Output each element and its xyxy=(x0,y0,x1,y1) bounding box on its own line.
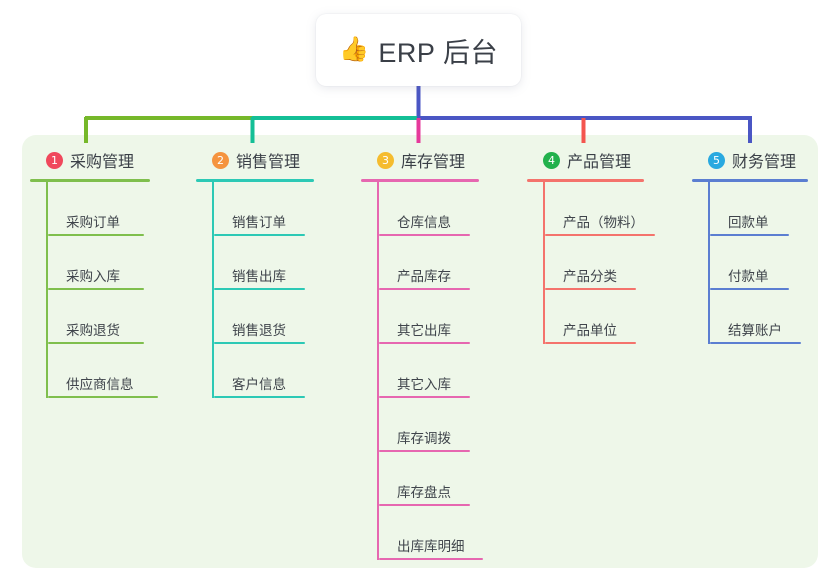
leaf-label: 其它入库 xyxy=(397,377,451,392)
leaf-label: 产品库存 xyxy=(397,269,451,284)
leaf-label: 销售订单 xyxy=(232,215,286,230)
leaf-label: 回款单 xyxy=(728,215,769,230)
leaf-list-3: 仓库信息 产品库存 其它出库 其它入库 库存调拨 库存盘点 xyxy=(377,182,483,560)
branch-title-2: 销售管理 xyxy=(236,154,301,171)
leaf-list-1: 采购订单 采购入库 采购退货 供应商信息 xyxy=(46,182,158,398)
branch-header-4[interactable]: 4 产品管理 xyxy=(527,147,644,173)
branch-header-rule-4 xyxy=(527,179,644,182)
branch-title-5: 财务管理 xyxy=(732,154,797,171)
list-item[interactable]: 产品库存 xyxy=(379,236,479,290)
list-item[interactable]: 产品单位 xyxy=(545,290,644,344)
leaf-label: 出库库明细 xyxy=(397,539,465,554)
leaf-rule xyxy=(379,234,470,236)
leaf-rule xyxy=(48,396,158,398)
leaf-label: 结算账户 xyxy=(728,323,782,338)
list-item[interactable]: 产品分类 xyxy=(545,236,644,290)
list-item[interactable]: 库存盘点 xyxy=(379,452,479,506)
leaf-rule xyxy=(710,234,789,236)
list-item[interactable]: 回款单 xyxy=(710,182,808,236)
list-item[interactable]: 结算账户 xyxy=(710,290,808,344)
leaf-label: 采购退货 xyxy=(66,323,120,338)
leaf-rule xyxy=(379,504,470,506)
leaf-label: 销售退货 xyxy=(232,323,286,338)
leaf-rule xyxy=(710,342,801,344)
branch-column-4: 4 产品管理 产品（物料） 产品分类 产品单位 xyxy=(527,147,655,344)
branch-column-5: 5 财务管理 回款单 付款单 结算账户 xyxy=(692,147,808,344)
list-item[interactable]: 产品（物料） xyxy=(545,182,655,236)
leaf-label: 采购入库 xyxy=(66,269,120,284)
branch-header-rule-2 xyxy=(196,179,314,182)
list-item[interactable]: 采购订单 xyxy=(48,182,150,236)
leaf-list-5: 回款单 付款单 结算账户 xyxy=(708,182,808,344)
branch-badge-5: 5 xyxy=(708,151,725,169)
leaf-rule xyxy=(379,558,483,560)
branches-panel xyxy=(22,135,818,568)
branch-column-3: 3 库存管理 仓库信息 产品库存 其它出库 其它入库 库存调拨 xyxy=(361,147,483,560)
branch-header-rule-3 xyxy=(361,179,479,182)
branch-header-5[interactable]: 5 财务管理 xyxy=(692,147,808,173)
branch-column-1: 1 采购管理 采购订单 采购入库 采购退货 供应商信息 xyxy=(30,147,158,398)
leaf-rule xyxy=(214,288,305,290)
branch-badge-4: 4 xyxy=(543,151,560,169)
leaf-label: 产品分类 xyxy=(563,269,617,284)
list-item[interactable]: 库存调拨 xyxy=(379,398,479,452)
list-item[interactable]: 其它入库 xyxy=(379,344,479,398)
leaf-rule xyxy=(379,288,470,290)
leaf-label: 客户信息 xyxy=(232,377,286,392)
branch-header-rule-5 xyxy=(692,179,808,182)
leaf-label: 采购订单 xyxy=(66,215,120,230)
list-item[interactable]: 其它出库 xyxy=(379,290,479,344)
list-item[interactable]: 付款单 xyxy=(710,236,808,290)
branch-header-rule-1 xyxy=(30,179,150,182)
branch-header-3[interactable]: 3 库存管理 xyxy=(361,147,479,173)
leaf-rule xyxy=(545,234,655,236)
list-item[interactable]: 采购退货 xyxy=(48,290,150,344)
root-title-text: ERP 后台 xyxy=(378,37,498,68)
root-node-card[interactable]: 👍 ERP 后台 xyxy=(316,14,521,86)
branch-title-4: 产品管理 xyxy=(567,154,632,171)
branch-header-1[interactable]: 1 采购管理 xyxy=(30,147,150,173)
branch-badge-2: 2 xyxy=(212,151,229,169)
leaf-label: 其它出库 xyxy=(397,323,451,338)
branch-title-1: 采购管理 xyxy=(70,154,135,171)
list-item[interactable]: 仓库信息 xyxy=(379,182,479,236)
list-item[interactable]: 销售订单 xyxy=(214,182,314,236)
leaf-rule xyxy=(214,342,305,344)
leaf-rule xyxy=(214,234,305,236)
branch-badge-3: 3 xyxy=(377,151,394,169)
branch-column-2: 2 销售管理 销售订单 销售出库 销售退货 客户信息 xyxy=(196,147,314,398)
leaf-label: 供应商信息 xyxy=(66,377,134,392)
list-item[interactable]: 销售退货 xyxy=(214,290,314,344)
leaf-label: 产品单位 xyxy=(563,323,617,338)
list-item[interactable]: 采购入库 xyxy=(48,236,150,290)
leaf-label: 仓库信息 xyxy=(397,215,451,230)
list-item[interactable]: 销售出库 xyxy=(214,236,314,290)
leaf-rule xyxy=(48,288,144,290)
leaf-label: 库存盘点 xyxy=(397,485,451,500)
leaf-rule xyxy=(710,288,789,290)
leaf-rule xyxy=(214,396,305,398)
leaf-label: 销售出库 xyxy=(232,269,286,284)
leaf-rule xyxy=(379,450,470,452)
leaf-label: 付款单 xyxy=(728,269,769,284)
branch-header-2[interactable]: 2 销售管理 xyxy=(196,147,314,173)
leaf-rule xyxy=(545,288,636,290)
leaf-rule xyxy=(545,342,636,344)
list-item[interactable]: 客户信息 xyxy=(214,344,314,398)
leaf-label: 库存调拨 xyxy=(397,431,451,446)
leaf-list-2: 销售订单 销售出库 销售退货 客户信息 xyxy=(212,182,314,398)
thumbs-up-icon: 👍 xyxy=(339,36,370,63)
list-item[interactable]: 供应商信息 xyxy=(48,344,158,398)
root-title: 👍 ERP 后台 xyxy=(339,31,498,70)
leaf-rule xyxy=(379,396,470,398)
leaf-rule xyxy=(48,234,144,236)
list-item[interactable]: 出库库明细 xyxy=(379,506,483,560)
leaf-rule xyxy=(379,342,470,344)
leaf-rule xyxy=(48,342,144,344)
leaf-label: 产品（物料） xyxy=(563,215,644,230)
branch-badge-1: 1 xyxy=(46,151,63,169)
leaf-list-4: 产品（物料） 产品分类 产品单位 xyxy=(543,182,655,344)
branch-title-3: 库存管理 xyxy=(401,154,466,171)
